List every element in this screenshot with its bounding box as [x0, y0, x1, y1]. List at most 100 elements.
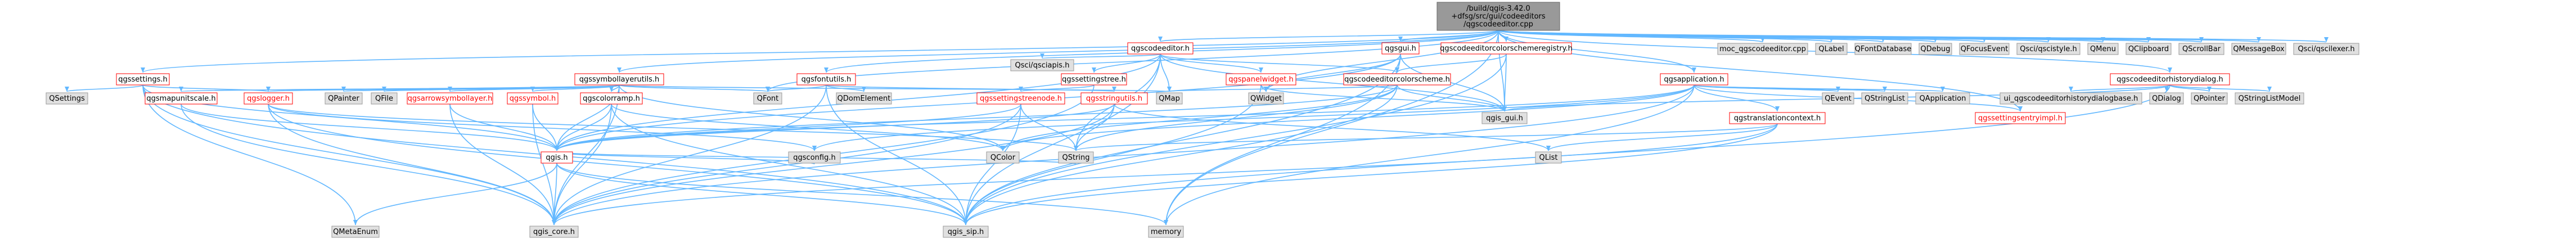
node-box: [1822, 92, 1854, 105]
node-QPointer: QPointer: [2191, 92, 2228, 105]
node-qgsarrowsymbollayer-h[interactable]: qgsarrowsymbollayer.h: [407, 92, 493, 105]
node-box: [574, 73, 664, 86]
node-qgscodeeditorhistorydialog-h[interactable]: qgscodeeditorhistorydialog.h: [2110, 73, 2230, 86]
node-box: [1959, 43, 2010, 55]
edge-qgsarrowsymbollayer_h-to-qgis_h: [449, 104, 559, 151]
node-QColor: QColor: [986, 151, 1020, 164]
node-label: QClipboard: [2128, 45, 2169, 53]
node-box: [1919, 43, 1952, 55]
node-qgscodeeditorcolorschemeregistry-h[interactable]: qgscodeeditorcolorschemeregistry.h: [1440, 42, 1573, 55]
edge-qgspanelwidget_h-to-qgis_gui_h: [1260, 84, 1507, 112]
edge-qgssettings_h-to-qgslogger_h: [142, 84, 271, 92]
node-qgscodeeditor-h[interactable]: qgscodeeditor.h: [1127, 42, 1194, 55]
edge-root-to-Qsciqscilexer_h: [1498, 30, 2328, 43]
node-qgsmapunitscale-h[interactable]: qgsmapunitscale.h: [145, 92, 218, 105]
node-box: [529, 226, 579, 238]
node-qgssymbol-h[interactable]: qgssymbol.h: [507, 92, 559, 105]
edge-root-to-qgssymbollayerutils_h: [617, 30, 1499, 73]
node-box: [580, 92, 643, 105]
node-label: memory: [1151, 228, 1182, 236]
edge-qgstranslationcontext_h-to-qgis_sip_h: [963, 123, 1778, 226]
edge-qgstranslationcontext_h-to-QList: [1546, 123, 1778, 151]
edge-qgis_h-to-QMetaEnum: [353, 163, 557, 226]
node-qgssettingstreenode-h[interactable]: qgssettingstreenode.h: [976, 92, 1065, 105]
edge-qgscodeeditorhistorydialog_h-to-QStringListModel: [2169, 84, 2272, 92]
node-QDialog: QDialog: [2149, 92, 2184, 105]
edge-qgssymbollayerutils_h-to-qgssymbol_h: [530, 84, 620, 92]
edge-qgslogger_h-to-qgis_sip_h: [268, 104, 968, 226]
node-qgscolorramp-h[interactable]: qgscolorramp.h: [580, 92, 643, 105]
node-label: qgis.h: [546, 154, 568, 162]
node-qgsgui-h[interactable]: qgsgui.h: [1381, 42, 1420, 55]
node-label: QFocusEvent: [1961, 45, 2008, 53]
node-label: QDebug: [1921, 45, 1951, 53]
edge-qgsgui_h-to-qgis_gui_h: [1400, 53, 1507, 112]
node-box: [244, 92, 293, 105]
node-label: QMessageBox: [2233, 45, 2285, 53]
node-box: [2235, 92, 2304, 105]
node-label: qgsarrowsymbollayer.h: [408, 94, 493, 103]
node-box: [2191, 92, 2228, 105]
node-QStringListModel: QStringListModel: [2235, 92, 2304, 105]
node-label: qgstranslationcontext.h: [1734, 114, 1821, 123]
node-label: QEvent: [1825, 94, 1851, 103]
edge-qgsgui_h-to-QWidget: [1264, 53, 1401, 92]
edge-qgsfontutils_h-to-qgis_sip_h: [826, 84, 968, 226]
node-label: QMap: [1159, 94, 1180, 103]
node-qgis-gui-h: qgis_gui.h: [1481, 112, 1528, 124]
node-qgssymbollayerutils-h[interactable]: qgssymbollayerutils.h: [574, 73, 664, 86]
node-qgscodeeditorcolorscheme-h[interactable]: qgscodeeditorcolorscheme.h: [1343, 73, 1451, 86]
node-qgsfontutils-h[interactable]: qgsfontutils.h: [796, 73, 856, 86]
edge-qgssymbollayerutils_h-to-qgis_core_h: [552, 84, 620, 226]
node-box: [331, 226, 380, 238]
node-box: [1010, 59, 1074, 71]
node-label: QWidget: [1250, 94, 1282, 103]
nodes-layer: /build/qgis-3.42.0+dfsg/src/gui/codeedit…: [46, 2, 2359, 238]
node-QMessageBox: QMessageBox: [2231, 43, 2286, 55]
edge-qgssettingstreenode_h-to-qgis_sip_h: [963, 104, 1021, 226]
node-label: qgssymbollayerutils.h: [579, 75, 660, 84]
node-box: [1226, 73, 1296, 86]
node-qgspanelwidget-h[interactable]: qgspanelwidget.h: [1226, 73, 1296, 86]
edge-qgsapplication_h-to-qgsconfig_h: [812, 84, 1695, 151]
node-qgsstringutils-h[interactable]: qgsstringutils.h: [1080, 92, 1148, 105]
node-QEvent: QEvent: [1822, 92, 1854, 105]
node-qgsapplication-h[interactable]: qgsapplication.h: [1660, 73, 1728, 86]
node-box: [2125, 43, 2172, 55]
node-label: QString: [1062, 154, 1089, 162]
edge-qgscolorramp_h-to-QColor: [611, 104, 1005, 151]
node-label: qgis_sip.h: [948, 228, 984, 236]
node-box: [1248, 92, 1284, 105]
node-qgssettings-h[interactable]: qgssettings.h: [116, 73, 170, 86]
edge-root-to-qgssettings_h: [141, 30, 1499, 73]
node-label: QFontDatabase: [1855, 45, 1912, 53]
node-qgssettingsentryimpl-h[interactable]: qgssettingsentryimpl.h: [1975, 112, 2066, 124]
node-label: qgssettingstree.h: [1062, 75, 1126, 84]
node-label: QFile: [375, 94, 393, 103]
edge-qgscodeeditorcolorscheme_h-to-qgis_sip_h: [963, 84, 1398, 226]
node-box: [116, 73, 170, 86]
node-box: [1440, 42, 1572, 55]
node-qgis-h[interactable]: qgis.h: [541, 151, 573, 164]
node-qgstranslationcontext-h[interactable]: qgstranslationcontext.h: [1729, 112, 1826, 124]
node-root[interactable]: /build/qgis-3.42.0+dfsg/src/gui/codeedit…: [1436, 2, 1560, 31]
edge-qgscodeeditor_h-to-Qsciqsciapis_h: [1040, 53, 1161, 59]
node-box: [2293, 43, 2359, 55]
edge-qgsapplication_h-to-qgis_core_h: [552, 84, 1695, 226]
node-label: qgsfontutils.h: [801, 75, 852, 84]
node-label: qgssymbol.h: [510, 94, 556, 103]
node-QMap: QMap: [1156, 92, 1183, 105]
node-box: [2087, 43, 2119, 55]
node-label: QStringList: [1865, 94, 1905, 103]
edge-qgslogger_h-to-qgsconfig_h: [268, 104, 817, 151]
node-label: /build/qgis-3.42.0+dfsg/src/gui/codeedit…: [1451, 4, 1546, 29]
edge-qgssettings_h-to-QMetaEnum: [142, 84, 358, 226]
node-box: [1915, 92, 1970, 105]
node-qgslogger-h[interactable]: qgslogger.h: [244, 92, 293, 105]
node-qgssettingstree-h[interactable]: qgssettingstree.h: [1061, 73, 1127, 86]
node-label: QPainter: [328, 94, 359, 103]
node-QMenu: QMenu: [2087, 43, 2119, 55]
edge-qgsapplication_h-to-qgstranslationcontext_h: [1694, 84, 1780, 112]
node-box: [1148, 226, 1184, 238]
